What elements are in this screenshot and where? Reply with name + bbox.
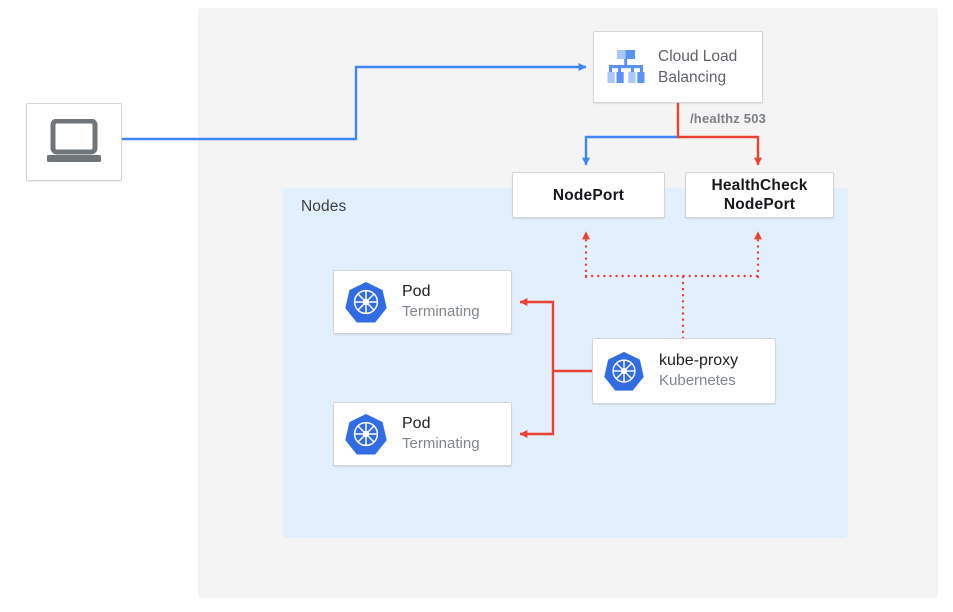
kubernetes-icon (345, 414, 387, 455)
pod-text-1: Pod Terminating (402, 282, 480, 322)
pod-card-1[interactable]: Pod Terminating (333, 270, 512, 334)
nodeport-label: NodePort (552, 186, 625, 204)
pod-text-2: Pod Terminating (402, 414, 480, 454)
client-laptop-card[interactable] (26, 103, 122, 181)
nodeport-card[interactable]: NodePort (512, 172, 665, 218)
cloud-load-balancing-line2: Balancing (658, 69, 727, 86)
kubernetes-icon (345, 282, 387, 323)
kube-proxy-card[interactable]: kube-proxy Kubernetes (592, 338, 776, 404)
pod-title-2: Pod (402, 415, 431, 432)
kube-proxy-title: kube-proxy (659, 352, 739, 369)
healthz-edge-label: /healthz 503 (690, 111, 767, 126)
cloud-load-balancing-line1: Cloud Load (658, 48, 738, 65)
kubernetes-icon (604, 351, 644, 391)
healthcheck-nodeport-card[interactable]: HealthCheck NodePort (685, 172, 834, 218)
healthcheck-nodeport-line1: HealthCheck (711, 177, 808, 194)
cloud-load-balancing-label: Cloud Load Balancing (658, 46, 737, 88)
cloud-load-balancing-icon (607, 50, 645, 83)
kube-proxy-text: kube-proxy Kubernetes (659, 351, 738, 391)
pod-status-1: Terminating (402, 303, 480, 320)
healthcheck-nodeport-line2: NodePort (723, 196, 796, 213)
pod-card-2[interactable]: Pod Terminating (333, 402, 512, 466)
pod-status-2: Terminating (402, 435, 480, 452)
pod-title-1: Pod (402, 283, 431, 300)
nodes-region-label: Nodes (301, 198, 347, 215)
laptop-icon (47, 119, 101, 162)
cloud-load-balancing-card[interactable]: Cloud Load Balancing (593, 31, 763, 103)
kube-proxy-subtitle: Kubernetes (659, 372, 736, 389)
